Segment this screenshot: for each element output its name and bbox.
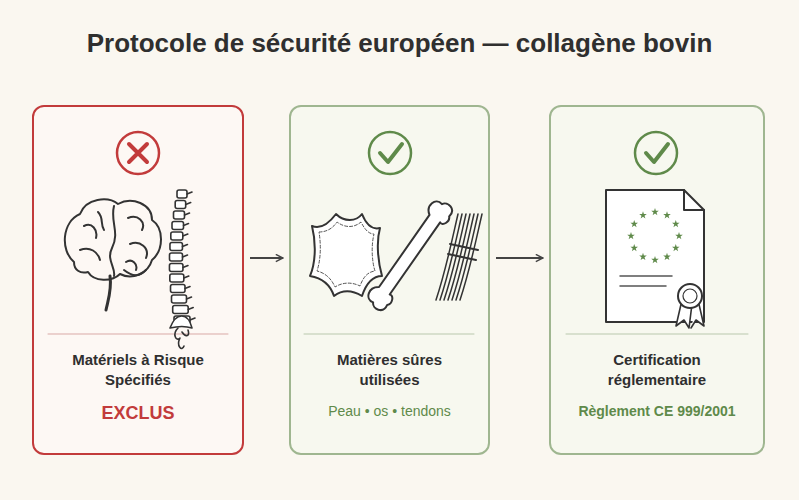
panel-text: Certification réglementaireRèglement CE …: [561, 350, 753, 419]
panel-subtitle: Règlement CE 999/2001: [561, 403, 753, 419]
vertebra-process: [183, 255, 188, 257]
eu-star: [675, 232, 683, 239]
vertebra-process: [183, 266, 188, 268]
panel-heading: Matières sûres utilisées: [301, 350, 478, 391]
approved-panel: Matières sûres utiliséesPeau • os • tend…: [289, 105, 490, 455]
vertebra-process: [188, 308, 193, 310]
panel-text: Matériels à Risque SpécifiésEXCLUS: [44, 350, 232, 424]
panel-subtitle: EXCLUS: [44, 403, 232, 424]
vertebra: [174, 211, 185, 219]
vertebra: [177, 190, 187, 198]
flow-arrow: [250, 257, 283, 259]
tendon-band: [448, 244, 478, 260]
vertebra-process: [186, 203, 191, 205]
vertebra-process: [182, 245, 187, 247]
approved-panel: Certification réglementaireRèglement CE …: [549, 105, 765, 455]
tendon-strand: [444, 214, 466, 300]
panel-heading: Certification réglementaire: [561, 350, 753, 391]
vertebra: [171, 232, 183, 240]
tendon-strand: [452, 214, 474, 300]
excluded-panel: Matériels à Risque SpécifiésEXCLUS: [32, 105, 244, 455]
vertebra: [170, 243, 183, 251]
vertebra: [172, 222, 184, 230]
vertebra: [174, 316, 190, 324]
panel-heading: Matériels à Risque Spécifiés: [44, 350, 232, 391]
vertebra: [175, 201, 186, 209]
pelvis-bone: [170, 316, 192, 328]
vertebra-process: [187, 297, 192, 299]
panel-subtitle: Peau • os • tendons: [301, 403, 478, 419]
vertebra-process: [190, 318, 195, 320]
vertebra-process: [184, 276, 189, 278]
tendon-strand: [456, 214, 478, 300]
vertebra-process: [183, 234, 188, 236]
eu-star: [663, 253, 671, 260]
eu-star: [627, 232, 635, 239]
flow-arrow: [496, 257, 543, 259]
eu-star: [639, 211, 647, 218]
eu-star: [630, 220, 638, 227]
tendon-strand: [436, 214, 458, 300]
diagram-title: Protocole de sécurité européen — collagè…: [0, 28, 799, 59]
eu-star: [651, 256, 659, 263]
tendon-strand: [448, 214, 470, 300]
vertebra-process: [184, 224, 189, 226]
vertebra: [172, 295, 187, 303]
tendon-strand: [440, 214, 462, 300]
sacrum: [175, 328, 189, 348]
vertebra-process: [187, 192, 192, 194]
vertebra-process: [185, 213, 190, 215]
vertebra-process: [185, 287, 190, 289]
vertebra: [169, 264, 183, 272]
vertebra: [171, 285, 186, 293]
vertebra: [170, 253, 183, 261]
vertebra: [173, 306, 189, 314]
eu-star: [672, 244, 680, 251]
eu-star: [639, 253, 647, 260]
tendon-strand: [460, 214, 482, 300]
eu-star: [672, 220, 680, 227]
vertebra: [170, 274, 184, 282]
eu-star: [630, 244, 638, 251]
eu-star: [651, 208, 659, 215]
panel-text: Matières sûres utiliséesPeau • os • tend…: [301, 350, 478, 419]
eu-star: [663, 211, 671, 218]
